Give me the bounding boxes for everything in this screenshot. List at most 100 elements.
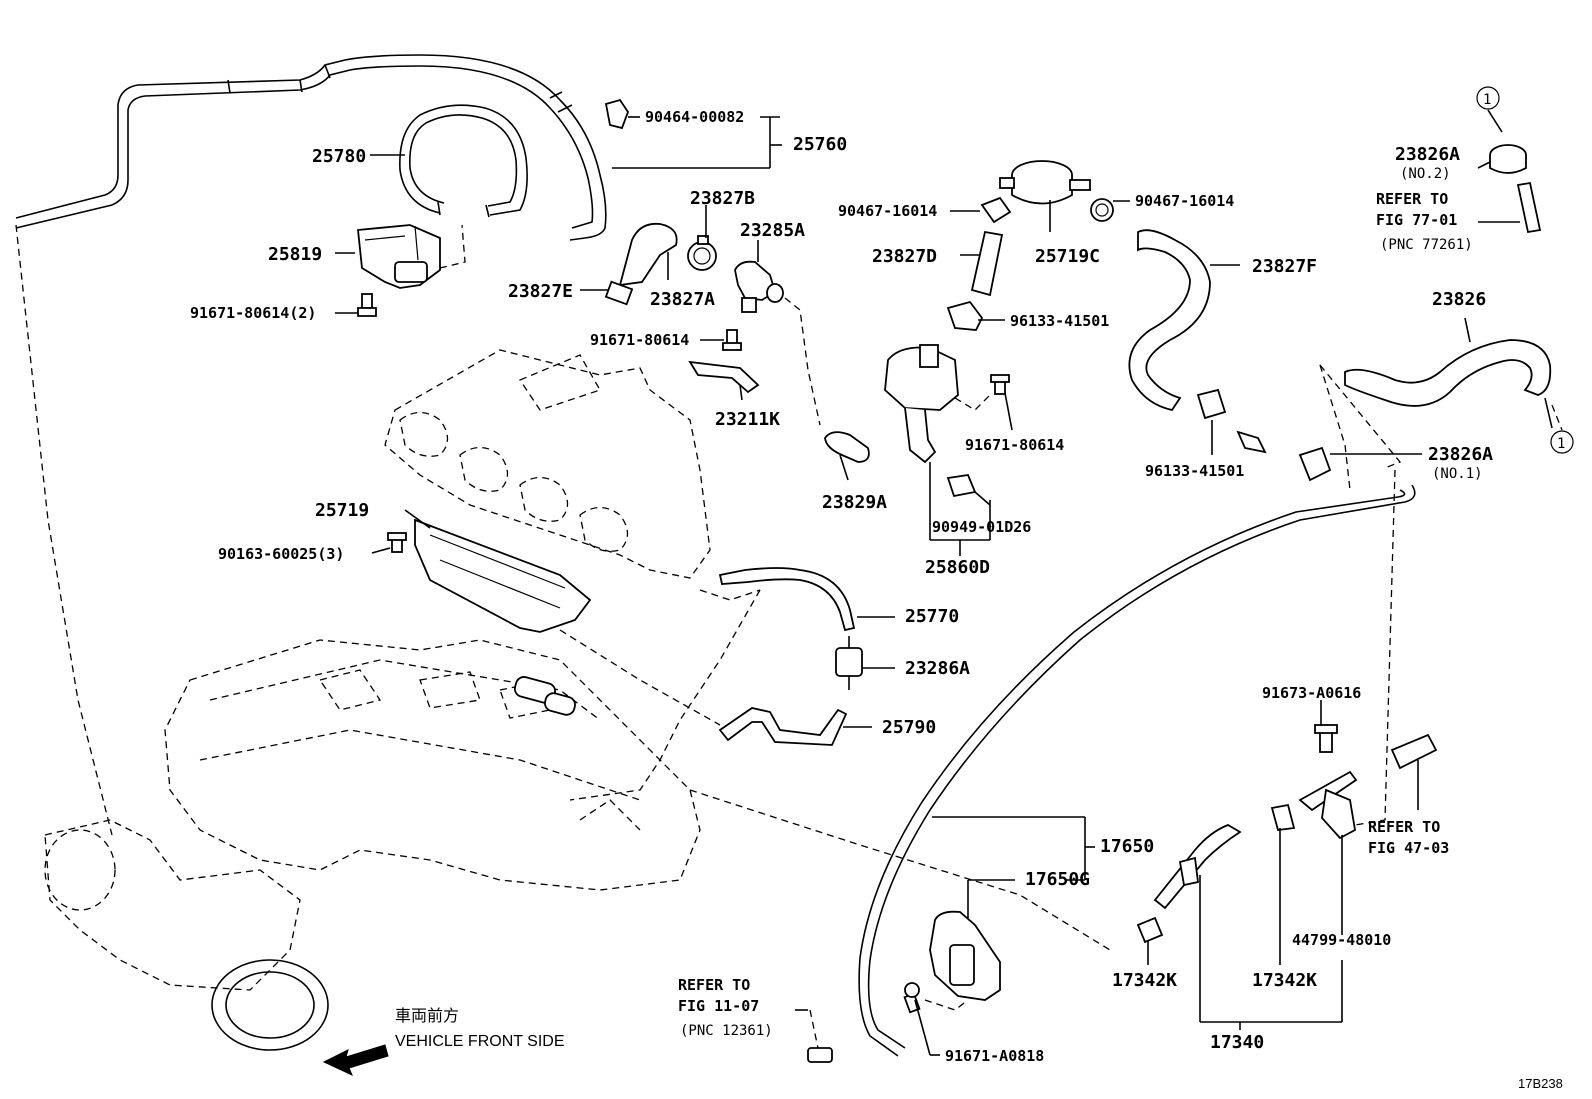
clamp-23826A-no1	[1298, 446, 1332, 482]
vsv-25860D	[884, 344, 959, 464]
bolt-91671-right	[990, 374, 1010, 395]
ref-fig11-line2: FIG 11-07	[678, 997, 759, 1015]
hose-23826	[1344, 339, 1552, 407]
label-23827D: 23827D	[872, 246, 937, 267]
clamp-96133-bottom	[1196, 388, 1267, 454]
label-17650G: 17650G	[1025, 869, 1090, 890]
label-91673: 91673-A0616	[1262, 684, 1361, 702]
label-23285A: 23285A	[740, 220, 805, 241]
ref-fig47-line2: FIG 47-03	[1368, 839, 1449, 857]
label-90467-left: 90467-16014	[838, 202, 937, 220]
label-91671-right: 91671-80614	[965, 436, 1064, 454]
bolt-91673	[1314, 724, 1338, 753]
label-25719C: 25719C	[1035, 246, 1100, 267]
label-17342K-a: 17342K	[1112, 970, 1177, 991]
bolt-90163	[387, 532, 407, 553]
hose-25780	[399, 104, 528, 218]
svg-text:1: 1	[1557, 436, 1565, 452]
label-25760: 25760	[793, 134, 847, 155]
label-23827A: 23827A	[650, 289, 715, 310]
label-17342K-b: 17342K	[1252, 970, 1317, 991]
label-91671-2: 91671-80614(2)	[190, 304, 316, 322]
clamp-90467-left	[980, 196, 1012, 224]
figure-id: 17B238	[1518, 1076, 1563, 1091]
label-25770: 25770	[905, 606, 959, 627]
callout-circle-top: 1	[1476, 86, 1500, 110]
label-25719: 25719	[315, 500, 369, 521]
label-no1: (NO.1)	[1432, 466, 1483, 482]
label-23826: 23826	[1432, 289, 1486, 310]
svg-text:1: 1	[1483, 92, 1491, 108]
ref-fig77-line2: FIG 77-01	[1376, 211, 1457, 229]
part-labels: 25760 25780 90464-00082 25819 91671-8061…	[190, 108, 1493, 1065]
label-90163: 90163-60025(3)	[218, 545, 344, 563]
hose-25770	[718, 567, 856, 632]
label-23286A: 23286A	[905, 658, 970, 679]
callout-circle-right: 1	[1550, 430, 1574, 454]
hose-23827D	[970, 230, 1004, 297]
bolt-91671-A0818	[903, 982, 921, 1014]
turbo-housing	[44, 819, 329, 1051]
vehicle-front-jp: 車両前方	[395, 1006, 459, 1025]
label-96133-bottom: 96133-41501	[1145, 462, 1244, 480]
vehicle-front-en: VEHICLE FRONT SIDE	[395, 1033, 565, 1050]
vsv-17650G	[929, 910, 1001, 1001]
label-23826A-no1: 23826A	[1428, 444, 1493, 465]
valve-25719C	[999, 160, 1091, 205]
leader-lines	[335, 109, 1553, 1056]
valve-23285A	[734, 260, 784, 313]
clip-90464	[604, 98, 630, 130]
label-25780: 25780	[312, 146, 366, 167]
label-23829A: 23829A	[822, 492, 887, 513]
label-23827E: 23827E	[508, 281, 573, 302]
front-arrow-icon	[322, 1044, 389, 1077]
vehicle-front-indicator: 車両前方 VEHICLE FRONT SIDE	[322, 1006, 565, 1077]
vsv-25819	[357, 224, 441, 289]
label-44799: 44799-48010	[1292, 931, 1391, 949]
intake-manifold	[384, 349, 711, 579]
clamp-17342K-a	[1136, 916, 1164, 944]
pipe-12361	[807, 1047, 833, 1063]
ref-fig11-line1: REFER TO	[678, 976, 750, 994]
label-17340: 17340	[1210, 1032, 1264, 1053]
label-no2: (NO.2)	[1400, 166, 1451, 182]
hose-17650	[858, 484, 1416, 1057]
ref-fig11-line3: (PNC 12361)	[680, 1023, 773, 1039]
sensor-25719	[414, 518, 592, 633]
label-90467-right: 90467-16014	[1135, 192, 1234, 210]
label-23211K: 23211K	[715, 409, 780, 430]
hose-17340	[1153, 770, 1358, 910]
ref-fig77-line3: (PNC 77261)	[1380, 237, 1473, 253]
label-90949: 90949-01D26	[932, 518, 1031, 536]
label-90464: 90464-00082	[645, 108, 744, 126]
ref-fig77-line1: REFER TO	[1376, 190, 1448, 208]
bolt-91671-left	[357, 293, 377, 317]
label-23827B: 23827B	[690, 188, 755, 209]
clamp-23826A-no2	[1489, 144, 1527, 174]
label-25790: 25790	[882, 717, 936, 738]
label-23827F: 23827F	[1252, 256, 1317, 277]
clamp-90467-right	[1090, 198, 1114, 222]
label-96133-top: 96133-41501	[1010, 312, 1109, 330]
clamp-96133-top	[946, 300, 984, 331]
label-25860D: 25860D	[925, 557, 990, 578]
hose-23827F	[1128, 229, 1211, 412]
engine-block	[164, 639, 701, 891]
filter-23286A	[835, 636, 863, 690]
clamp-23827B	[687, 235, 717, 271]
hose-25790	[718, 707, 848, 746]
hose-47-03	[1390, 733, 1438, 770]
hose-23827A	[604, 222, 678, 306]
hose-25760	[15, 54, 607, 241]
label-25819: 25819	[268, 244, 322, 265]
hose-77261	[1516, 181, 1542, 234]
label-23826A-no2: 23826A	[1395, 144, 1460, 165]
clip-90949	[946, 474, 977, 498]
bolt-91671-mid	[722, 329, 742, 351]
hose-23829A	[824, 431, 870, 463]
label-17650: 17650	[1100, 836, 1154, 857]
label-91671-mid: 91671-80614	[590, 331, 689, 349]
ref-fig47-line1: REFER TO	[1368, 818, 1440, 836]
label-91671-A0818: 91671-A0818	[945, 1047, 1044, 1065]
